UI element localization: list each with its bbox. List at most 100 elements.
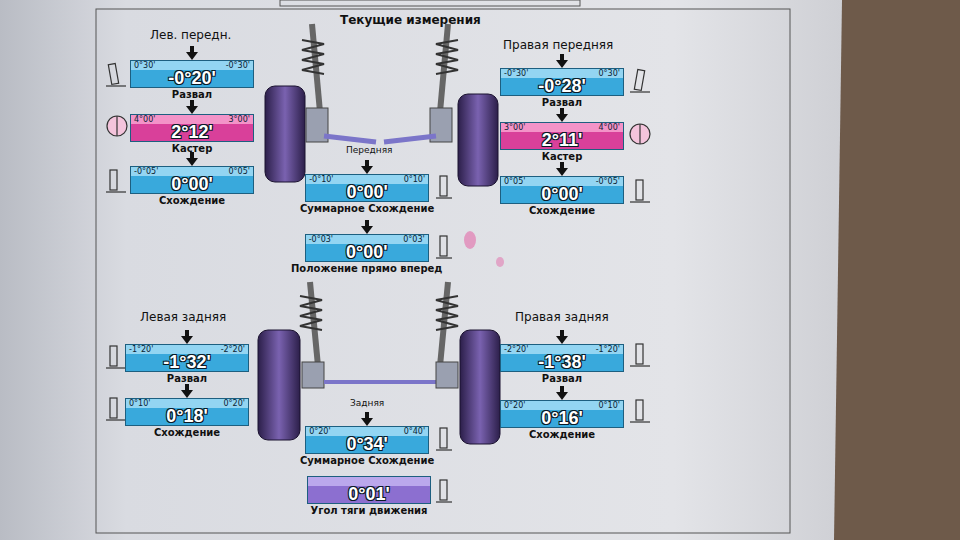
- pointer-arrow: [360, 412, 374, 426]
- value-band: -0°30'-0°28'0°30': [500, 68, 624, 96]
- scale-min: 0°20': [504, 401, 525, 410]
- section-label: Передняя: [346, 145, 393, 156]
- section-label: Левая задняя: [140, 310, 226, 324]
- scale-max: -0°30': [226, 61, 250, 70]
- ink-stain: [464, 231, 476, 249]
- front-right-suspension: [384, 24, 498, 186]
- pointer-arrow: [555, 54, 569, 68]
- measured-value: 0°00': [501, 185, 623, 204]
- scale-min: 0°05': [504, 177, 525, 186]
- measured-value: -0°28': [501, 77, 623, 96]
- scale-min: 0°30': [134, 61, 155, 70]
- print-frame: [96, 9, 790, 533]
- pointer-arrow: [555, 386, 569, 400]
- scale-max: 0°03': [403, 235, 424, 244]
- measured-value: 2°12': [131, 123, 253, 142]
- pointer-arrow: [360, 220, 374, 234]
- scale-min: -1°20': [129, 345, 153, 354]
- scale-min: -0°05': [134, 167, 158, 176]
- pointer-arrow: [555, 330, 569, 344]
- scale-max: -2°20': [221, 345, 245, 354]
- scale-min: -2°20': [504, 345, 528, 354]
- sheet-title: Текущие измерения: [340, 13, 481, 27]
- gauge-band: 4°00'2°12'3°00'Кастер: [130, 100, 254, 155]
- rear-right-suspension: [436, 282, 500, 444]
- value-band: -0°03'0°00'0°03': [305, 234, 429, 262]
- value-band: 0°30'-0°20'-0°30': [130, 60, 254, 88]
- value-band: 0°20'0°34'0°40': [305, 426, 429, 454]
- measured-value: 0°00': [131, 175, 253, 194]
- value-band: -1°20'-1°32'-2°20': [125, 344, 249, 372]
- gauge-caption: Схождение: [154, 427, 220, 439]
- gauge-band: 0°20'0°16'0°10'Схождение: [500, 386, 624, 441]
- pointer-arrow: [360, 160, 374, 174]
- scale-max: 4°00': [599, 123, 620, 132]
- gauge-caption: Схождение: [529, 205, 595, 217]
- gauge-caption: Развал: [542, 373, 582, 385]
- pointer-arrow: [555, 108, 569, 122]
- section-label: Задняя: [350, 398, 384, 409]
- gauge-band: -0°05'0°00'0°05'Схождение: [130, 152, 254, 207]
- scale-max: -1°20': [596, 345, 620, 354]
- cut-box: [280, 0, 580, 6]
- gauge-band: -0°10'0°00'0°10'Суммарное Схождение: [300, 160, 434, 215]
- measured-value: 0°16': [501, 409, 623, 428]
- value-band: 0°20'0°16'0°10': [500, 400, 624, 428]
- gauge-band: 0°05'0°00'-0°05'Схождение: [500, 162, 624, 217]
- pointer-arrow: [555, 162, 569, 176]
- measured-value: 2°11': [501, 131, 623, 150]
- pointer-arrow: [185, 46, 199, 60]
- pointer-arrow: [180, 330, 194, 344]
- value-band: 4°00'2°12'3°00': [130, 114, 254, 142]
- gauge-caption: Суммарное Схождение: [300, 203, 434, 215]
- scale-max: 0°05': [229, 167, 250, 176]
- value-band: -0°05'0°00'0°05': [130, 166, 254, 194]
- scale-max: 3°00': [229, 115, 250, 124]
- scale-max: 0°10': [404, 175, 425, 184]
- gauge-caption: Суммарное Схождение: [300, 455, 434, 467]
- measured-value: 0°00': [306, 183, 428, 202]
- scale-max: 0°40': [404, 427, 425, 436]
- section-label: Лев. передн.: [150, 28, 231, 42]
- scale-min: 0°20': [309, 427, 330, 436]
- scale-max: 0°20': [224, 399, 245, 408]
- measured-value: 0°01': [308, 485, 430, 504]
- measured-value: -1°32': [126, 353, 248, 372]
- section-label: Правая передняя: [503, 38, 613, 52]
- scale-min: 3°00': [504, 123, 525, 132]
- value-band: 0°05'0°00'-0°05': [500, 176, 624, 204]
- gauge-band: 3°00'2°11'4°00'Кастер: [500, 108, 624, 163]
- measured-value: -0°20': [131, 69, 253, 88]
- gauge-band: 0°10'0°18'0°20'Схождение: [125, 384, 249, 439]
- gauge-caption: Схождение: [159, 195, 225, 207]
- measured-value: -1°38': [501, 353, 623, 372]
- gauge-band: -2°20'-1°38'-1°20'Развал: [500, 330, 624, 385]
- gauge-caption: Положение прямо вперед: [291, 263, 442, 275]
- gauge-band: 0°30'-0°20'-0°30'Развал: [130, 46, 254, 101]
- gauge-band: 0°20'0°34'0°40'Суммарное Схождение: [300, 412, 434, 467]
- pointer-arrow: [180, 384, 194, 398]
- scale-min: -0°30': [504, 69, 528, 78]
- gauge-caption: Развал: [172, 89, 212, 101]
- gauge-caption: Развал: [542, 97, 582, 109]
- gauge-band: -0°03'0°00'0°03'Положение прямо вперед: [291, 220, 442, 275]
- value-band: -0°10'0°00'0°10': [305, 174, 429, 202]
- value-band: 3°00'2°11'4°00': [500, 122, 624, 150]
- gauge-caption: Кастер: [542, 151, 583, 163]
- measured-value: 0°00': [306, 243, 428, 262]
- gauge-caption: Угол тяги движения: [310, 505, 427, 517]
- scale-max: 0°10': [599, 401, 620, 410]
- value-band: -2°20'-1°38'-1°20': [500, 344, 624, 372]
- section-label: Правая задняя: [515, 310, 609, 324]
- front-left-suspension: [265, 24, 376, 182]
- scale-min: 4°00': [134, 115, 155, 124]
- scale-max: 0°30': [599, 69, 620, 78]
- gauge-band: -1°20'-1°32'-2°20'Развал: [125, 330, 249, 385]
- gauge-caption: Развал: [167, 373, 207, 385]
- value-band: 0°01': [307, 476, 431, 504]
- paper-sheet: [0, 0, 842, 540]
- scale-max: -0°05': [596, 177, 620, 186]
- angle-icons: [106, 63, 650, 502]
- rear-left-suspension: [258, 282, 436, 440]
